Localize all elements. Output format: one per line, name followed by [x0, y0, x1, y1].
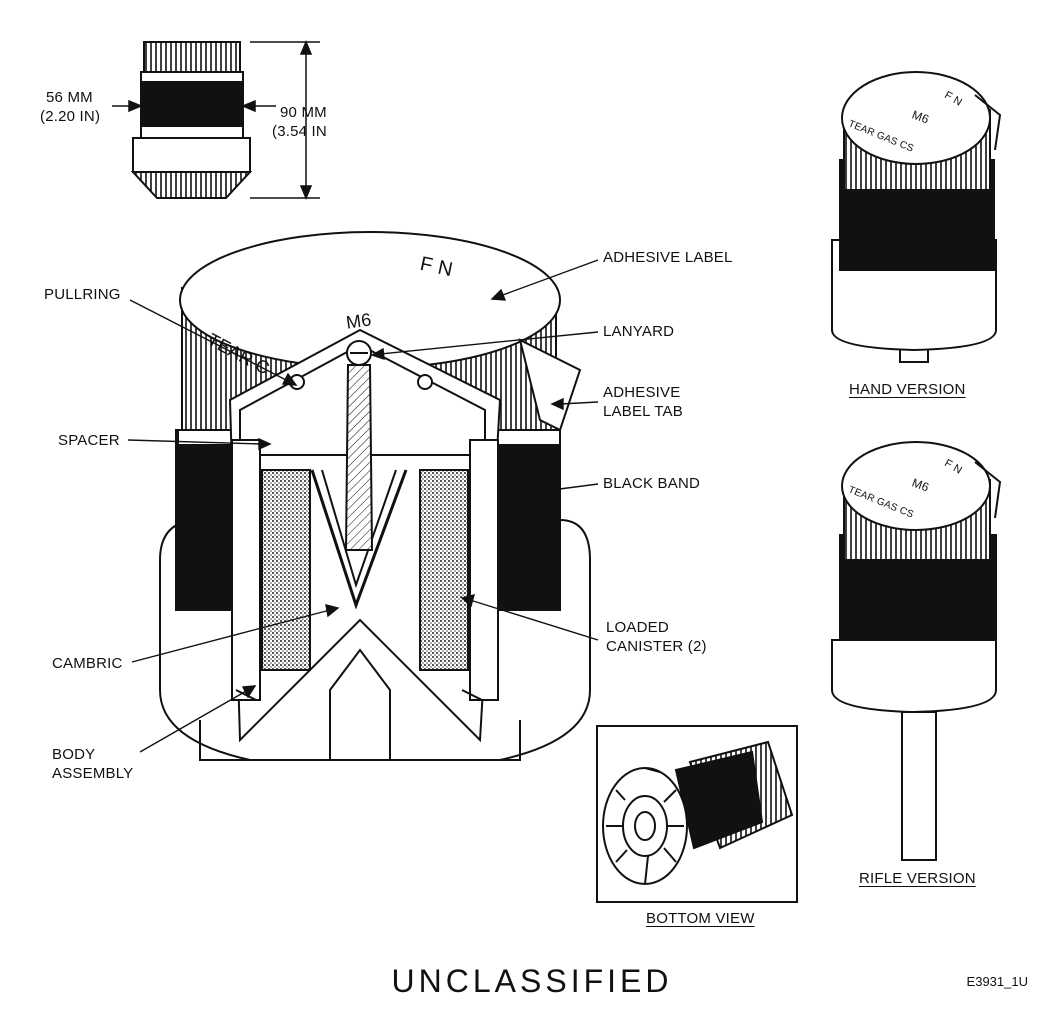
- leader-lines: [127, 259, 599, 753]
- callout-adhesive-label-tab-1: ADHESIVE: [603, 384, 681, 401]
- callout-adhesive-label-tab-2: LABEL TAB: [603, 403, 683, 420]
- cutaway-view: [159, 231, 591, 761]
- lid-fn-text: F N: [418, 252, 455, 282]
- callout-black-band: BLACK BAND: [603, 475, 701, 492]
- caption-hand-version: HAND VERSION: [849, 381, 966, 398]
- callout-loaded-canister-2: CANISTER (2): [606, 638, 707, 655]
- callout-spacer: SPACER: [58, 432, 120, 449]
- callout-pullring: PULLRING: [44, 286, 121, 303]
- callout-body-assembly-1: BODY: [52, 746, 96, 763]
- diameter-mm-label: 56 MM: [46, 89, 93, 106]
- rifle-version-drawing: [831, 441, 1002, 861]
- caption-bottom-view: BOTTOM VIEW: [646, 910, 755, 927]
- figure-code: E3931_1U: [966, 974, 1028, 989]
- callout-body-assembly-2: ASSEMBLY: [52, 765, 134, 782]
- lid-m6-text: M6: [344, 309, 373, 333]
- caption-rifle-version: RIFLE VERSION: [859, 870, 976, 887]
- callout-cambric: CAMBRIC: [52, 655, 123, 672]
- side-view-small: [130, 41, 253, 199]
- height-in-label: (3.54 IN: [272, 123, 327, 140]
- callout-loaded-canister-1: LOADED: [606, 619, 669, 636]
- diameter-in-label: (2.20 IN): [40, 108, 101, 125]
- callout-adhesive-label: ADHESIVE LABEL: [603, 249, 733, 266]
- bottom-view-drawing: [596, 725, 798, 903]
- hand-version-drawing: [831, 71, 1002, 363]
- callout-lanyard: LANYARD: [603, 323, 675, 340]
- classification-marking: UNCLASSIFIED: [391, 963, 673, 999]
- height-mm-label: 90 MM: [280, 104, 327, 121]
- dimension-lines: [112, 40, 320, 200]
